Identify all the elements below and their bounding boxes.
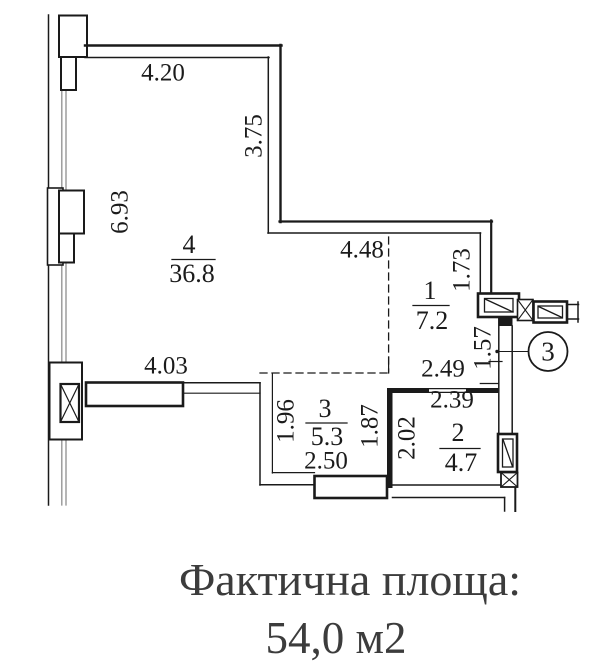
room3-boundary (259, 236, 503, 474)
room-1-area: 7.2 (415, 306, 449, 335)
room-4-number: 4 (182, 230, 196, 259)
dim-middle-width: 4.48 (340, 236, 384, 264)
dim-left-height: 6.93 (106, 190, 134, 234)
dim-right-upper: 3.75 (240, 114, 268, 158)
exterior-walls (83, 43, 494, 296)
dim-bottom-left: 4.03 (144, 352, 188, 380)
dim-room3-left: 1.96 (272, 399, 300, 443)
room-3-area: 5.3 (310, 422, 344, 451)
room-4-area: 36.8 (169, 259, 215, 288)
room-2-area: 4.7 (444, 448, 478, 477)
dim-top-width: 4.20 (141, 59, 185, 87)
section-marker (495, 331, 569, 372)
section-marker-number: 3 (541, 336, 555, 367)
loggia-wall (313, 474, 389, 500)
dim-room3-bottom: 2.50 (304, 447, 348, 475)
caption-value: 54,0 м2 (265, 613, 407, 663)
room-1-number: 1 (423, 276, 437, 305)
room-3-number: 3 (318, 394, 332, 423)
room-label-fraction-bars (171, 258, 481, 450)
dim-opening-top: 2.49 (421, 355, 465, 383)
room2-walls (387, 382, 519, 512)
dim-room1-right: 1.73 (448, 248, 476, 292)
right-wall (498, 316, 513, 435)
dim-right-shaft: 1.57 (469, 326, 497, 370)
room-2-number: 2 (451, 418, 465, 447)
dim-room2-top: 2.39 (430, 386, 474, 414)
dim-room3-right: 1.87 (356, 404, 384, 448)
facade-piers (46, 14, 88, 441)
dim-room2-left: 2.02 (393, 416, 421, 460)
partition-walls (84, 381, 316, 486)
vent-shaft-icons (476, 292, 580, 324)
caption-title: Фактична площа: (178, 554, 522, 605)
